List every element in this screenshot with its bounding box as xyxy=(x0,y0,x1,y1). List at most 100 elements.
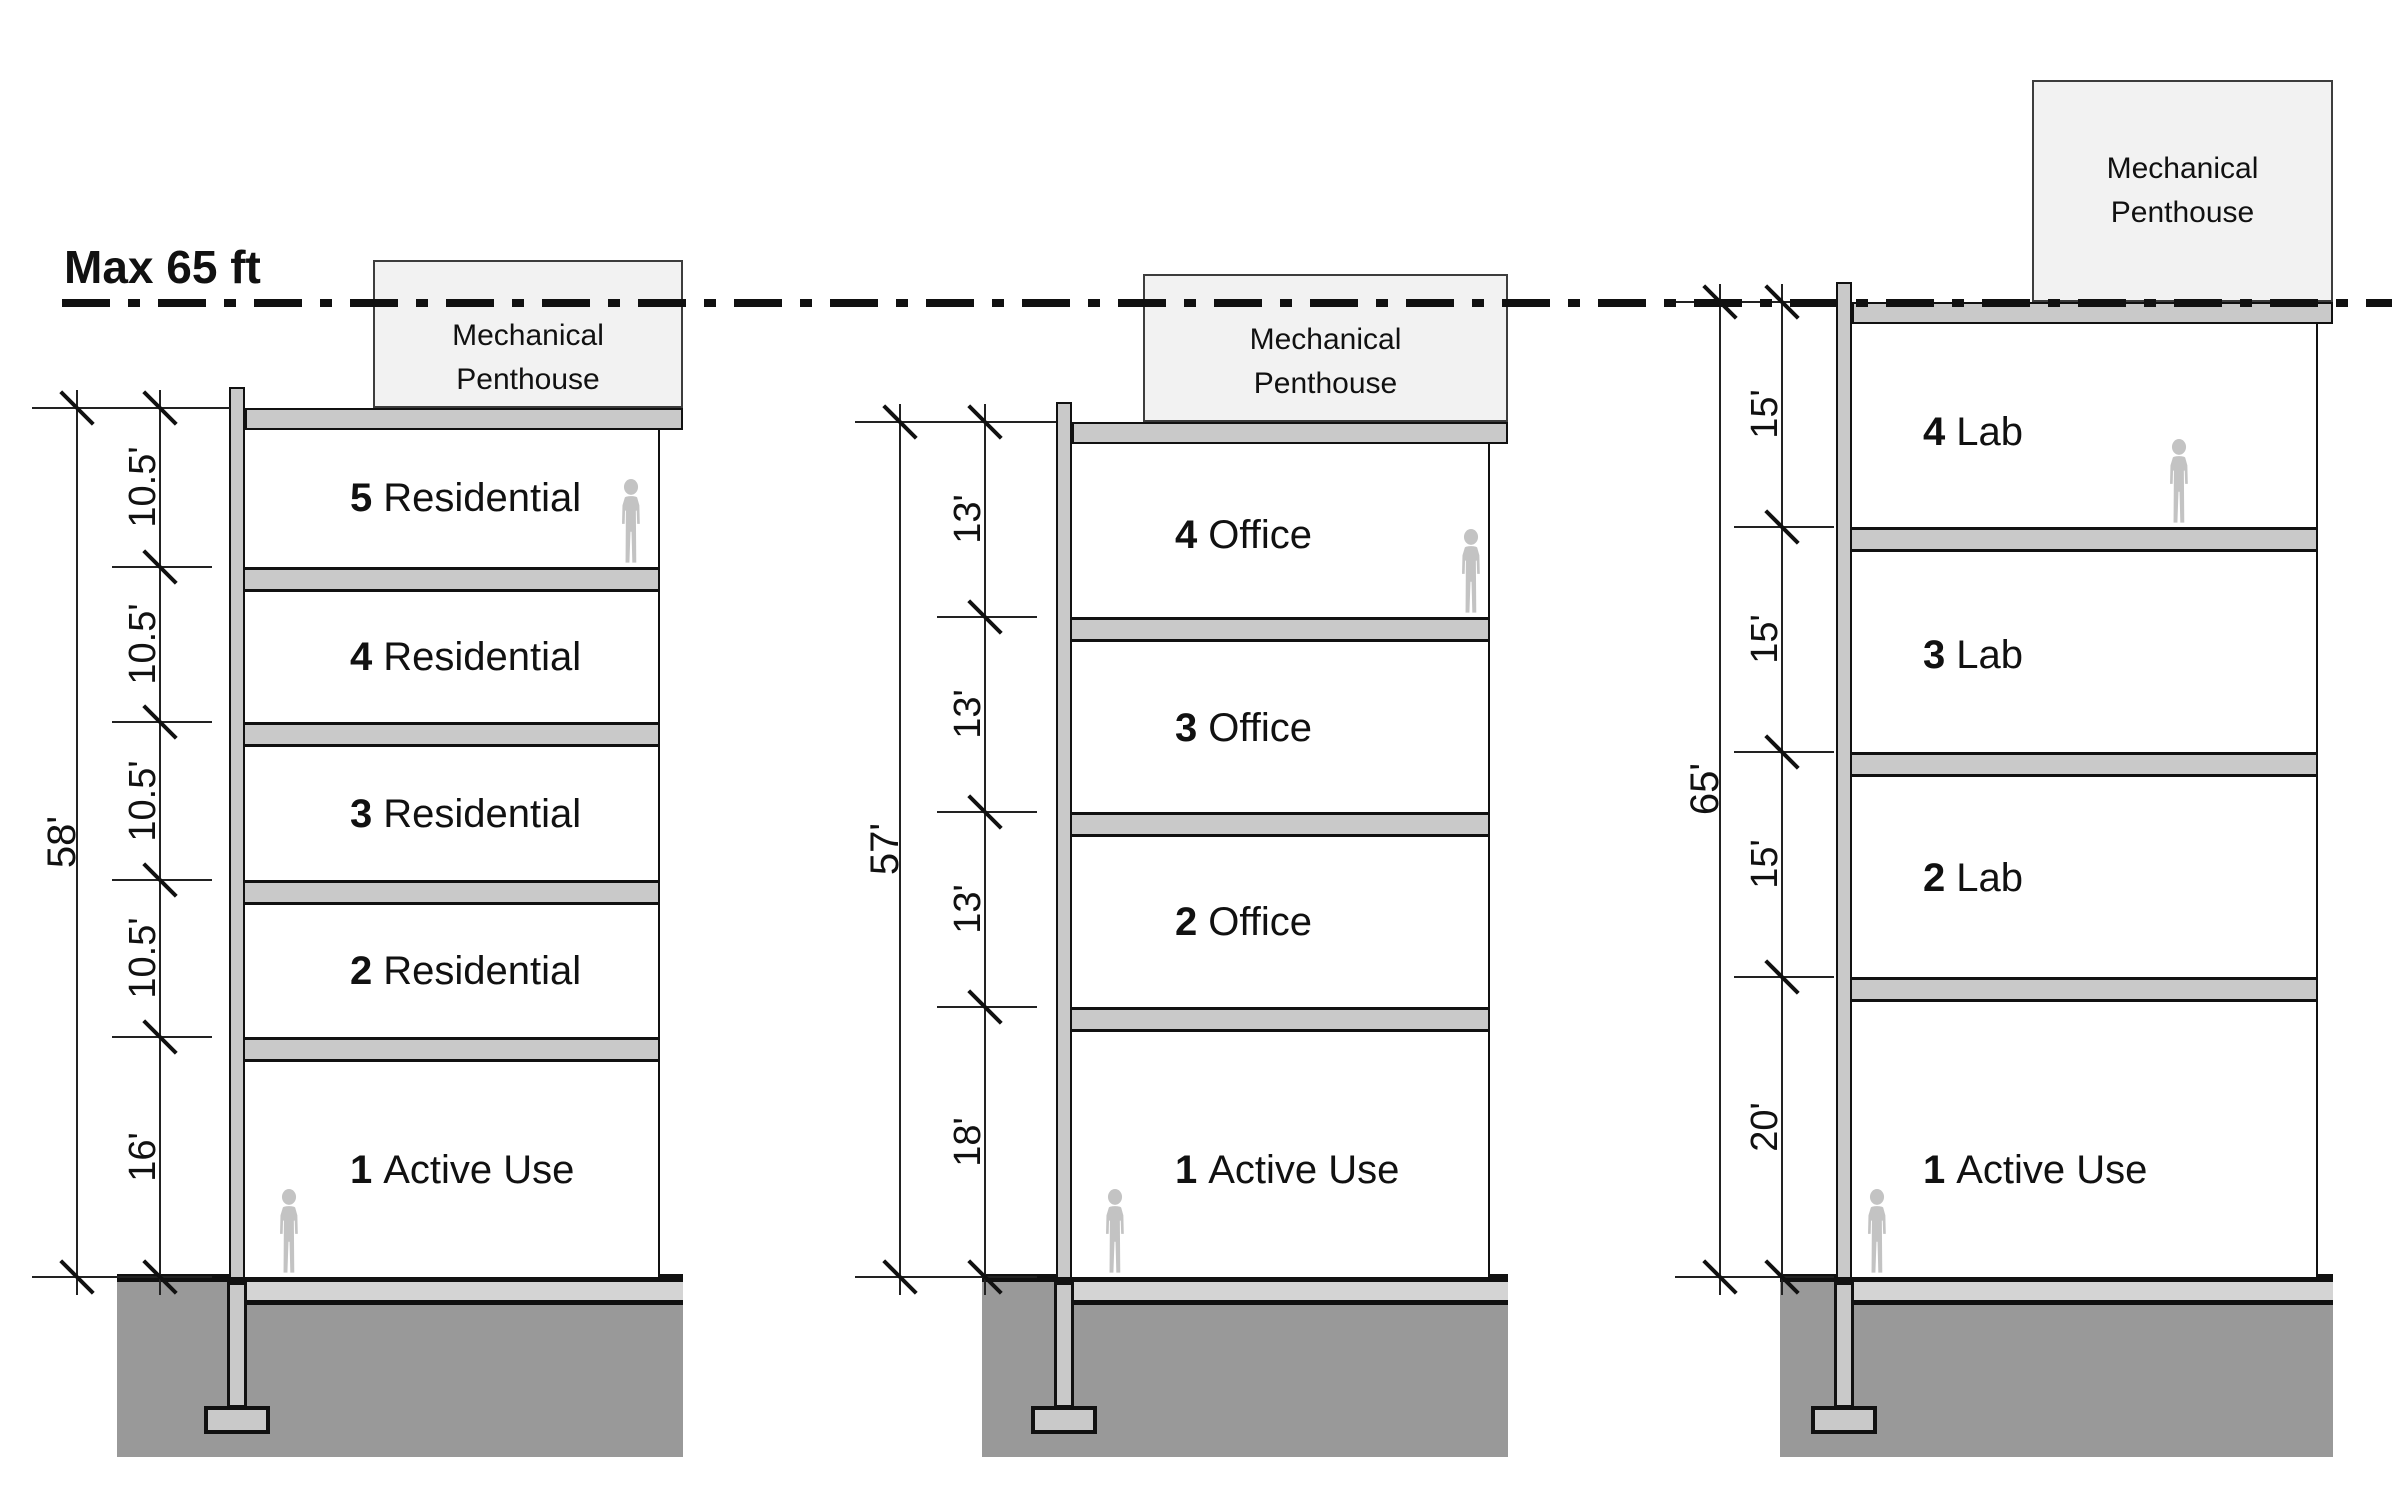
foundation-footing xyxy=(1811,1406,1877,1434)
dimension-line-total xyxy=(899,404,901,1295)
person-icon xyxy=(1106,1189,1124,1273)
floor-height-label: 13' xyxy=(946,884,989,934)
person-icon xyxy=(1462,529,1480,613)
floor-height-label: 10.5' xyxy=(121,917,164,999)
ground-slab-edge xyxy=(1852,1300,2333,1305)
dimension-line-total xyxy=(1719,284,1721,1295)
total-height-label: 65' xyxy=(1682,762,1727,816)
floor-height-label: 18' xyxy=(946,1117,989,1167)
floor-use: Lab xyxy=(1956,633,2023,677)
max-height-label: Max 65 ft xyxy=(64,241,261,293)
floor-slab xyxy=(245,880,658,905)
floor-height-label: 10.5' xyxy=(121,603,164,685)
floor-height-label: 13' xyxy=(946,494,989,544)
floor-slab xyxy=(1852,752,2316,777)
floor-slab xyxy=(1852,527,2316,552)
dimension-extension xyxy=(32,407,132,409)
foundation-stem xyxy=(227,1282,247,1408)
structural-column xyxy=(1056,402,1072,1279)
floor-height-label: 15' xyxy=(1743,614,1786,664)
penthouse-label-line1: Mechanical xyxy=(2106,152,2259,185)
floor-number: 1 xyxy=(350,1148,373,1192)
floor-number: 3 xyxy=(1923,633,1946,677)
structural-column xyxy=(1836,282,1852,1279)
floor-use: Residential xyxy=(383,792,582,836)
ground-floor-slab xyxy=(1852,1282,2333,1300)
dimension-extension xyxy=(855,1276,955,1278)
floor-height-label: 15' xyxy=(1743,389,1786,439)
foundation-footing xyxy=(1031,1406,1097,1434)
structural-column xyxy=(229,387,245,1279)
mechanical-penthouse: Mechanical Penthouse xyxy=(373,260,683,408)
total-height-label: 58' xyxy=(39,815,84,869)
ground-line xyxy=(982,1274,1508,1282)
floor-use: Office xyxy=(1208,513,1312,557)
dimension-extension xyxy=(855,421,955,423)
mechanical-penthouse: Mechanical Penthouse xyxy=(1143,274,1508,422)
ground-floor-slab xyxy=(245,1282,683,1300)
floor-number: 5 xyxy=(350,476,373,520)
building-interior xyxy=(1072,444,1490,1277)
floor-use: Lab xyxy=(1956,410,2023,454)
floor-use: Active Use xyxy=(383,1148,575,1192)
person-icon xyxy=(622,479,640,563)
floor-number: 4 xyxy=(1175,513,1198,557)
floor-use: Office xyxy=(1208,706,1312,750)
foundation-stem xyxy=(1054,1282,1074,1408)
floor-slab xyxy=(1072,1007,1488,1032)
penthouse-label-line2: Penthouse xyxy=(456,363,600,396)
floor-height-label: 10.5' xyxy=(121,760,164,842)
penthouse-label-line2: Penthouse xyxy=(1253,367,1398,400)
ground-slab-edge xyxy=(245,1300,683,1305)
floor-number: 3 xyxy=(350,792,373,836)
floor-number: 2 xyxy=(350,949,373,993)
dimension-line-total xyxy=(76,390,78,1295)
penthouse-label-line1: Mechanical xyxy=(452,319,604,352)
floor-number: 3 xyxy=(1175,706,1198,750)
floor-height-label: 16' xyxy=(121,1132,164,1182)
floor-slab xyxy=(245,1037,658,1062)
dimension-extension xyxy=(32,1276,132,1278)
floor-height-label: 10.5' xyxy=(121,446,164,528)
floor-slab xyxy=(1852,977,2316,1002)
foundation-stem xyxy=(1834,1282,1854,1408)
roof-slab xyxy=(1072,422,1508,444)
ground-slab-edge xyxy=(1072,1300,1508,1305)
dimension-line-floors xyxy=(984,404,986,1295)
floor-number: 4 xyxy=(350,635,373,679)
floor-use: Active Use xyxy=(1956,1148,2148,1192)
penthouse-label-line2: Penthouse xyxy=(2110,196,2255,229)
roof-slab xyxy=(245,408,683,430)
floor-height-label: 13' xyxy=(946,689,989,739)
mechanical-penthouse: Mechanical Penthouse xyxy=(2032,80,2333,302)
floor-number: 2 xyxy=(1923,856,1946,900)
ground-floor-slab xyxy=(1072,1282,1508,1300)
floor-height-label: 15' xyxy=(1743,839,1786,889)
floor-height-label: 20' xyxy=(1743,1102,1786,1152)
floor-use: Residential xyxy=(383,635,582,679)
person-icon xyxy=(1868,1189,1886,1273)
foundation-footing xyxy=(204,1406,270,1434)
dimension-line-floors xyxy=(159,390,161,1295)
ground-line xyxy=(117,1274,683,1282)
dimension-line-floors xyxy=(1781,284,1783,1295)
floor-use: Active Use xyxy=(1208,1148,1400,1192)
floor-use: Office xyxy=(1208,900,1312,944)
total-height-label: 57' xyxy=(862,822,907,876)
floor-slab xyxy=(1072,617,1488,642)
floor-number: 4 xyxy=(1923,410,1946,454)
floor-slab xyxy=(245,722,658,747)
floor-number: 1 xyxy=(1923,1148,1946,1192)
